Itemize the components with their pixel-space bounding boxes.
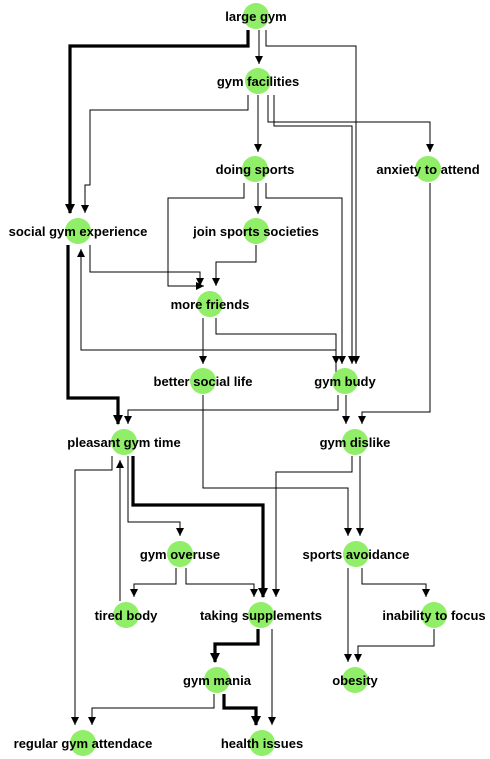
node-circle[interactable] xyxy=(197,291,223,317)
edges-layer xyxy=(65,30,435,726)
node-label: health issues xyxy=(221,736,303,751)
edge-sports-avoidance-to-inability-to-focus xyxy=(361,568,430,597)
node-gym-overuse[interactable]: gym overuse xyxy=(140,541,220,567)
node-label: taking supplements xyxy=(200,608,322,623)
edge-gym-facilities-to-gym-budy xyxy=(273,95,356,364)
edge-pleasant-gym-time-to-gym-overuse xyxy=(127,456,184,536)
node-label: inability to focus xyxy=(382,608,485,623)
node-gym-budy[interactable]: gym budy xyxy=(314,368,376,394)
node-better-social-life[interactable]: better social life xyxy=(154,368,253,394)
node-circle[interactable] xyxy=(245,68,271,94)
node-label: social gym experience xyxy=(9,224,148,239)
edge-social-gym-experience-to-more-friends xyxy=(89,245,204,286)
edge-doing-sports-to-more-friends xyxy=(167,183,245,290)
node-taking-supplements[interactable]: taking supplements xyxy=(200,602,322,628)
node-circle[interactable] xyxy=(204,667,230,693)
node-gym-dislike[interactable]: gym dislike xyxy=(320,429,391,455)
edge-taking-supplements-to-gym-mania xyxy=(210,629,260,663)
node-label: gym budy xyxy=(314,374,376,389)
node-circle[interactable] xyxy=(249,730,275,756)
node-circle[interactable] xyxy=(111,429,137,455)
node-label: regular gym attendace xyxy=(14,736,153,751)
node-label: gym facilities xyxy=(217,74,299,89)
edge-pleasant-gym-time-to-regular-gym-attendace xyxy=(71,456,113,725)
node-circle[interactable] xyxy=(70,730,96,756)
node-circle[interactable] xyxy=(65,218,91,244)
node-label: anxiety to attend xyxy=(376,162,479,177)
edge-social-gym-experience-to-pleasant-gym-time xyxy=(66,245,123,425)
edge-gym-mania-to-regular-gym-attendace xyxy=(88,694,215,725)
node-social-gym-experience[interactable]: social gym experience xyxy=(9,218,148,244)
edge-gym-facilities-to-social-gym-experience xyxy=(81,95,249,213)
node-circle[interactable] xyxy=(243,3,269,29)
edge-anxiety-to-attend-to-gym-dislike xyxy=(358,183,431,424)
node-circle[interactable] xyxy=(415,156,441,182)
nodes-layer: large gym gym facilities doing sports anxie… xyxy=(9,3,486,756)
node-circle[interactable] xyxy=(113,602,139,628)
node-gym-facilities[interactable]: gym facilities xyxy=(217,68,299,94)
node-label: large gym xyxy=(225,9,286,24)
edge-large-gym-to-social-gym-experience xyxy=(65,30,250,214)
node-circle[interactable] xyxy=(243,218,269,244)
node-label: gym dislike xyxy=(320,435,391,450)
node-circle[interactable] xyxy=(190,368,216,394)
node-anxiety-to-attend[interactable]: anxiety to attend xyxy=(376,156,480,182)
node-gym-mania[interactable]: gym mania xyxy=(183,667,252,693)
edge-pleasant-gym-time-to-taking-supplements xyxy=(131,456,268,598)
edge-gym-facilities-to-anxiety-to-attend xyxy=(267,95,434,152)
node-inability-to-focus[interactable]: inability to focus xyxy=(382,602,486,628)
node-circle[interactable] xyxy=(332,368,358,394)
edge-inability-to-focus-to-obesity xyxy=(354,629,435,662)
node-label: tired body xyxy=(95,608,159,623)
node-pleasant-gym-time[interactable]: pleasant gym time xyxy=(67,429,181,455)
node-circle[interactable] xyxy=(421,602,447,628)
node-label: more friends xyxy=(171,297,250,312)
node-regular-gym-attendace[interactable]: regular gym attendace xyxy=(14,730,153,756)
node-label: gym overuse xyxy=(140,547,220,562)
node-label: join sports societies xyxy=(192,224,319,239)
node-obesity[interactable]: obesity xyxy=(332,667,379,693)
node-large-gym[interactable]: large gym xyxy=(225,3,287,29)
edge-gym-overuse-to-tired-body xyxy=(130,568,177,597)
node-doing-sports[interactable]: doing sports xyxy=(216,156,295,182)
node-label: gym mania xyxy=(183,673,252,688)
node-label: better social life xyxy=(154,374,253,389)
node-sports-avoidance[interactable]: sports avoidance xyxy=(303,541,410,567)
edge-gym-budy-to-social-gym-experience xyxy=(77,249,337,381)
node-more-friends[interactable]: more friends xyxy=(171,291,250,317)
node-circle[interactable] xyxy=(343,541,369,567)
node-tired-body[interactable]: tired body xyxy=(95,602,159,628)
node-join-sports-societies[interactable]: join sports societies xyxy=(192,218,319,244)
edge-gym-dislike-to-taking-supplements xyxy=(272,456,353,597)
edge-join-sports-societies-to-more-friends xyxy=(212,245,257,286)
node-label: obesity xyxy=(332,673,378,688)
edge-gym-overuse-to-taking-supplements xyxy=(185,568,258,597)
edge-gym-mania-to-health-issues xyxy=(222,694,261,726)
edge-gym-budy-to-pleasant-gym-time xyxy=(124,395,339,424)
node-circle[interactable] xyxy=(342,667,368,693)
edge-more-friends-to-gym-budy xyxy=(215,318,340,364)
node-label: doing sports xyxy=(216,162,295,177)
node-circle[interactable] xyxy=(248,602,274,628)
node-label: sports avoidance xyxy=(303,547,410,562)
edge-doing-sports-to-gym-budy xyxy=(265,183,346,364)
node-circle[interactable] xyxy=(242,156,268,182)
node-health-issues[interactable]: health issues xyxy=(221,730,303,756)
edge-large-gym-to-gym-budy xyxy=(265,30,360,364)
node-circle[interactable] xyxy=(342,429,368,455)
node-label: pleasant gym time xyxy=(67,435,180,450)
node-circle[interactable] xyxy=(167,541,193,567)
